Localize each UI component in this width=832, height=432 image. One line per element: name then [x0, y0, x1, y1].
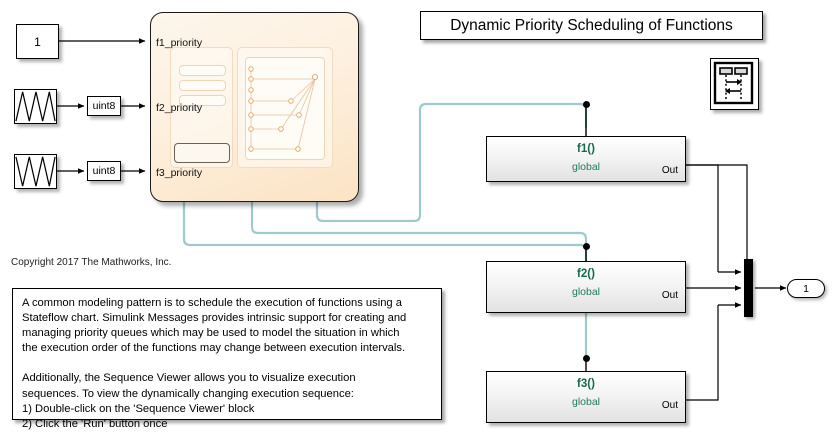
outport-block[interactable]: 1	[787, 279, 825, 298]
function-block-f1[interactable]: f1() global Out	[486, 136, 686, 182]
function-out-port-f2: Out	[661, 290, 678, 301]
sawtooth-wave-icon	[15, 91, 56, 122]
conversion-2-label: uint8	[92, 165, 116, 177]
function-block-f2[interactable]: f2() global Out	[486, 261, 686, 313]
line-junction-dot-f1	[582, 100, 590, 108]
chart-port-f1-priority: f1_priority	[156, 37, 203, 49]
function-scope-f3: global	[571, 396, 601, 408]
function-scope-f1: global	[571, 161, 601, 173]
chart-preview-state	[179, 80, 226, 91]
sequence-viewer-icon	[713, 61, 754, 105]
function-out-port-f1: Out	[661, 165, 678, 176]
mux-block[interactable]	[744, 259, 753, 317]
line-junction-dot-f3	[582, 354, 590, 362]
function-scope-f2: global	[571, 286, 601, 298]
function-name-f3: f3()	[577, 378, 595, 390]
chart-preview-state	[179, 65, 226, 76]
copyright-annotation: Copyright 2017 The Mathworks, Inc.	[11, 257, 172, 268]
constant-block[interactable]: 1	[16, 24, 59, 59]
function-name-f1: f1()	[577, 143, 595, 155]
stateflow-chart-block[interactable]: f1_priority f2_priority f3_priority	[150, 12, 359, 202]
outport-number: 1	[803, 282, 809, 295]
constant-value: 1	[34, 34, 41, 49]
data-type-conversion-2-block[interactable]: uint8	[87, 161, 121, 181]
chart-preview-state	[174, 143, 230, 163]
chart-preview-transitions-icon	[248, 66, 319, 152]
signal-generator-1-block[interactable]	[14, 89, 57, 124]
model-title-annotation: Dynamic Priority Scheduling of Functions	[420, 11, 763, 40]
function-block-f3[interactable]: f3() global Out	[486, 371, 686, 423]
function-name-f2: f2()	[577, 268, 595, 280]
chart-port-f3-priority: f3_priority	[156, 167, 203, 179]
model-title-text: Dynamic Priority Scheduling of Functions	[450, 16, 733, 34]
data-type-conversion-1-block[interactable]: uint8	[87, 96, 121, 116]
description-annotation: A common modeling pattern is to schedule…	[12, 288, 442, 430]
chart-port-f2-priority: f2_priority	[156, 102, 203, 114]
conversion-1-label: uint8	[92, 100, 116, 112]
chart-preview-subchart	[245, 57, 325, 160]
chart-preview-state	[179, 95, 226, 106]
signal-generator-2-block[interactable]	[14, 154, 57, 189]
function-out-port-f3: Out	[661, 400, 678, 411]
sequence-viewer-block[interactable]	[710, 58, 759, 110]
sawtooth-wave-icon	[15, 156, 56, 187]
line-junction-dot-f2	[582, 242, 590, 250]
